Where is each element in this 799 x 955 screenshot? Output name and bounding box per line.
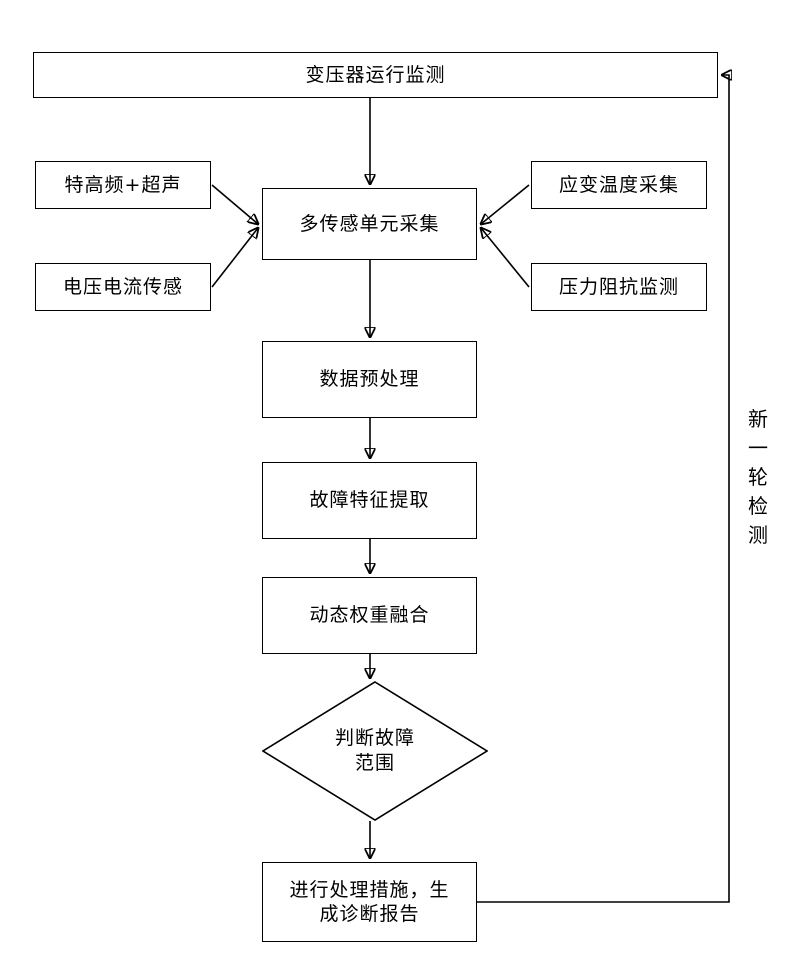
loop-label-char: 新 <box>748 407 768 431</box>
node-fault-feature-extraction[interactable]: 故障特征提取 <box>262 462 477 539</box>
node-uhf-ultrasonic-sensor[interactable]: 特高频+超声 <box>35 161 211 209</box>
node-label: 数据预处理 <box>319 368 420 391</box>
node-label: 动态权重融合 <box>309 604 430 627</box>
loop-label-new-detection-round: 新 一 轮 检 测 <box>743 405 773 550</box>
node-label: 故障特征提取 <box>309 489 430 512</box>
edge-uhf-to-multisensor <box>211 184 258 224</box>
diamond-shape <box>262 681 488 821</box>
node-multisensor-unit-acquisition[interactable]: 多传感单元采集 <box>262 188 477 260</box>
node-label: 特高频+超声 <box>64 173 182 196</box>
edge-strain-to-multisensor <box>481 184 530 224</box>
node-label: 进行处理措施，生 成诊断报告 <box>289 878 450 925</box>
edge-pressure-to-multisensor <box>481 228 530 288</box>
loop-label-char: 轮 <box>748 465 768 489</box>
edge-voltage-to-multisensor <box>211 228 258 288</box>
loop-label-char: 检 <box>748 494 768 518</box>
node-label: 变压器运行监测 <box>305 63 446 86</box>
node-dynamic-weight-fusion[interactable]: 动态权重融合 <box>262 577 477 654</box>
node-voltage-current-sensor[interactable]: 电压电流传感 <box>35 263 211 311</box>
loop-label-char: 测 <box>748 523 768 547</box>
node-generate-diagnostic-report[interactable]: 进行处理措施，生 成诊断报告 <box>262 862 477 942</box>
node-pressure-impedance-monitoring[interactable]: 压力阻抗监测 <box>531 263 707 311</box>
node-label: 应变温度采集 <box>558 173 679 196</box>
node-label: 电压电流传感 <box>62 275 183 298</box>
node-data-preprocessing[interactable]: 数据预处理 <box>262 341 477 418</box>
loop-label-char: 一 <box>748 436 768 460</box>
node-fault-range-decision[interactable]: 判断故障 范围 <box>262 681 488 821</box>
node-strain-temperature-acquisition[interactable]: 应变温度采集 <box>531 161 707 209</box>
node-label: 判断故障 范围 <box>334 727 415 774</box>
node-label: 多传感单元采集 <box>299 212 440 235</box>
node-transformer-operation-monitoring[interactable]: 变压器运行监测 <box>33 52 718 98</box>
node-label: 压力阻抗监测 <box>558 275 679 298</box>
